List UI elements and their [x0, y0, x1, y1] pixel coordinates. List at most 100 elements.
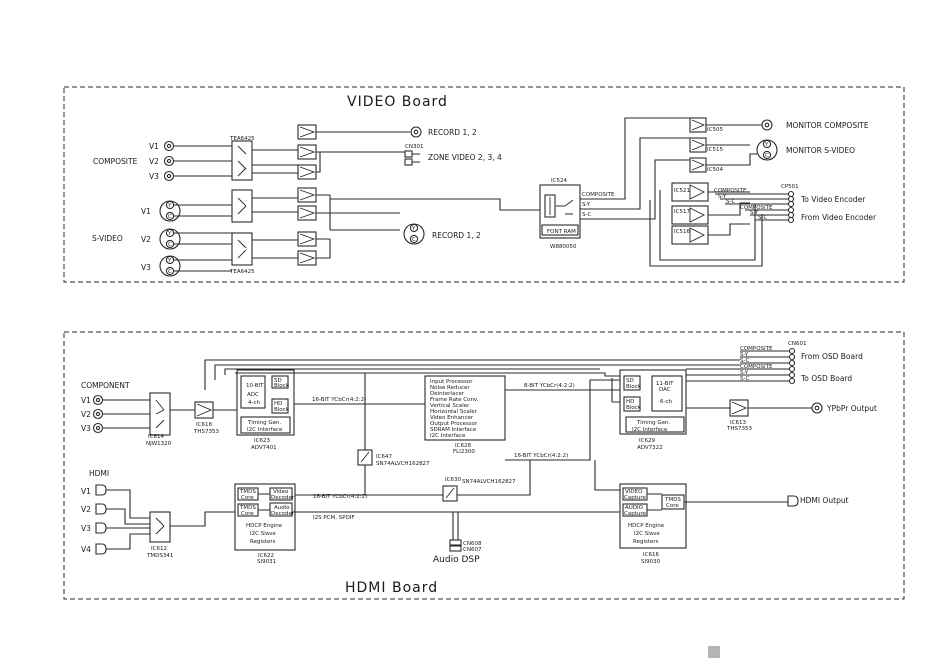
- hdmi-connector-icons: [95, 484, 107, 555]
- ic504-label: IC504: [707, 167, 723, 173]
- rx-tmds1-label: TMDS: [239, 489, 256, 495]
- fli-feature-7: Output Processor: [430, 421, 478, 427]
- rx-reg-label: Registers: [250, 539, 276, 545]
- dac-label: DAC: [659, 387, 671, 393]
- video-board-border: [63, 86, 905, 283]
- cn608-label: CN608: [463, 541, 482, 547]
- si9031-label: SI9031: [257, 559, 276, 565]
- ic616-label: IC616: [643, 552, 659, 558]
- svideo-v2-label: V2: [141, 235, 151, 244]
- monitor-pin-c: C: [765, 153, 769, 159]
- composite-jack-icon: [163, 140, 175, 182]
- ic629-label: IC629: [639, 438, 655, 444]
- adc-10bit-label: 10-BIT: [246, 383, 264, 389]
- fli-feature-1: Noise Reducer: [430, 385, 470, 391]
- tx-video-capture: Capture: [624, 495, 646, 501]
- from-osd-label: From OSD Board: [801, 352, 863, 361]
- cp501-connector-icon: [787, 190, 795, 224]
- ic515-label: IC515: [707, 147, 723, 153]
- osd-line-4: S-Y: [740, 370, 749, 376]
- tx-i2c-label: I2C Slave: [634, 531, 660, 537]
- control-bus-wires: [204, 359, 740, 403]
- svideo-v3-label: V3: [141, 263, 151, 272]
- osd-sc-out: S-C: [582, 212, 591, 218]
- ic622-label: IC622: [258, 553, 274, 559]
- tx-audio-label: AUDIO: [625, 505, 644, 511]
- ic521-label: IC521: [674, 188, 690, 194]
- component-input-wires: [103, 399, 150, 429]
- i2s-label: I2S PCM, SPDIF: [313, 515, 355, 521]
- adc-label: ADC: [247, 392, 259, 398]
- rx-video-label: Video: [273, 489, 289, 495]
- monitor-composite-label: MONITOR COMPOSITE: [786, 121, 869, 130]
- dac-11bit-label: 11-BIT: [656, 381, 674, 387]
- tx-audio-capture: Capture: [624, 511, 646, 517]
- ic612-switch: [149, 511, 171, 543]
- dac-hd-label: HD: [626, 399, 634, 405]
- si9030-label: SI9030: [641, 559, 661, 565]
- composite-v1-label: V1: [149, 142, 159, 151]
- tmds341-label: TMDS341: [146, 553, 173, 559]
- bus-sc-a: S-C: [726, 199, 735, 205]
- tx-reg-label: Registers: [633, 539, 659, 545]
- fli-feature-0: Input Processor: [430, 379, 473, 385]
- monitor-pin-y: Y: [764, 142, 769, 148]
- tx-hdcp-label: HDCP Engine: [628, 523, 665, 529]
- hdmi-output-label: HDMI Output: [800, 496, 849, 505]
- fli-feature-2: Deinterlacer: [430, 391, 465, 397]
- cn607-label: CN607: [463, 547, 482, 553]
- cn301-label: CN301: [405, 144, 423, 150]
- tx-tmds-core: Core: [666, 503, 679, 509]
- osd-line-3: COMPOSITE: [740, 364, 773, 370]
- cn601-connector-icon: [788, 347, 796, 385]
- fli-feature-3: Frame Rate Conv.: [430, 397, 479, 403]
- ic618-buffer: [194, 401, 214, 419]
- record-pin-c: C: [412, 237, 416, 243]
- bus-sc-b: S-C: [758, 215, 767, 221]
- component-label: COMPONENT: [81, 381, 130, 390]
- rx-hdcp-label: HDCP Engine: [246, 523, 283, 529]
- dac-i2c-label: I2C Interface: [632, 427, 668, 433]
- bus16-b-label: 16-BIT YCbCr(4:2:2): [514, 453, 568, 459]
- svideo-pin-c-1: C: [168, 214, 172, 220]
- composite-label: COMPOSITE: [93, 157, 138, 166]
- video-board: VIDEO Board COMPOSITE V1 V2 V3 S-VIDEO V…: [63, 86, 905, 283]
- tx-video-label: VIDEO: [625, 489, 643, 495]
- hdmi-label: HDMI: [89, 469, 109, 478]
- to-osd-label: To OSD Board: [800, 374, 852, 383]
- fli-feature-5: Horizontal Scaler: [430, 409, 478, 415]
- hdmi-v2-label: V2: [81, 505, 91, 514]
- bus16-c-wire: [275, 460, 531, 496]
- font-ram-label: FONT RAM: [547, 229, 576, 235]
- ic613-label: IC613: [730, 420, 746, 426]
- zone-video-label: ZONE VIDEO 2, 3, 4: [428, 153, 502, 162]
- tea6425-bottom-label: TEA6425: [229, 269, 255, 275]
- ic647-buffer: [357, 449, 373, 466]
- fli2300-label: FLI2300: [453, 449, 475, 455]
- dac-hd-block-label: Block: [626, 405, 642, 411]
- njw1320-label: NJW1320: [146, 441, 172, 447]
- audio-dsp-wire: [452, 512, 459, 540]
- bus-sy-b: S-Y: [750, 210, 759, 216]
- rx-audio-label: Audio: [274, 505, 290, 511]
- si9031-chip: [234, 483, 296, 551]
- adc-timing-label: Timing Gen.: [247, 420, 281, 426]
- adc-hd-block-label: Block: [274, 407, 290, 413]
- bus16-c-label: 16-BIT YCbCr(4:2:2): [313, 494, 367, 500]
- dac-timing-label: Timing Gen.: [636, 420, 670, 426]
- hdmi-board: HDMI Board COMPONENT V1 V2 V3 IC614 NJW1…: [63, 331, 905, 600]
- component-v1-label: V1: [81, 396, 91, 405]
- svideo-label: S-VIDEO: [92, 234, 123, 243]
- adv7401-chip: [236, 369, 295, 436]
- hdmi-board-border: [63, 331, 905, 600]
- monitor-svideo-jack-icon: [756, 139, 778, 161]
- record-pin-y: Y: [411, 226, 416, 232]
- rx-audio-decoder: Decoder: [271, 511, 295, 517]
- fli2300-chip: [424, 375, 506, 441]
- component-v3-label: V3: [81, 424, 91, 433]
- svideo-pin-y-2: Y: [167, 231, 172, 237]
- output-buffer-column: [671, 117, 709, 245]
- tx-video-wire: [594, 460, 620, 491]
- ic618-label: IC618: [196, 422, 212, 428]
- monitor-svideo-label: MONITOR S-VIDEO: [786, 146, 855, 155]
